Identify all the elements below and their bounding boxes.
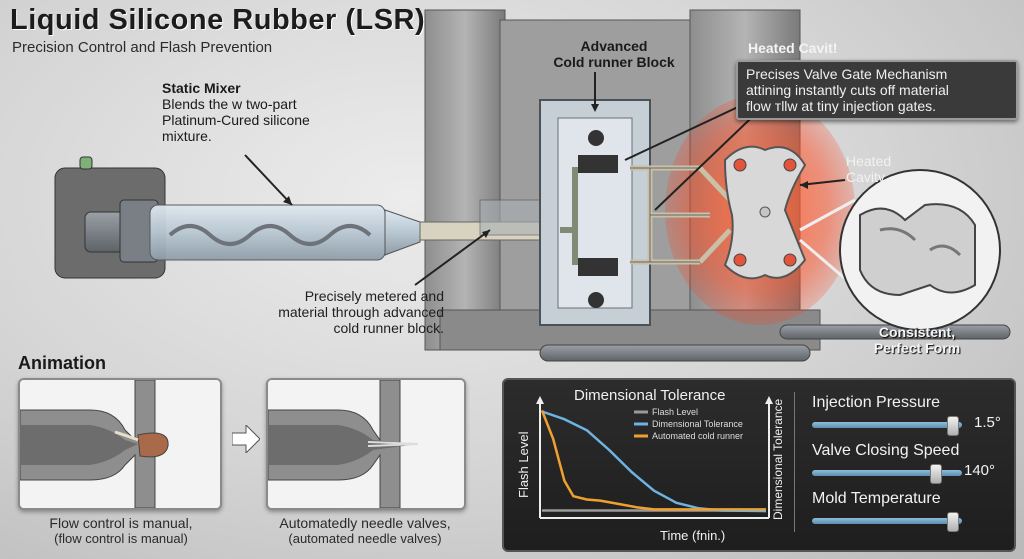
gate-2 bbox=[783, 158, 797, 172]
slider-knob[interactable] bbox=[930, 464, 942, 484]
manual-caption: Flow control is manual, (flow control is… bbox=[49, 515, 193, 547]
animation-heading: Animation bbox=[18, 353, 106, 373]
arrow-right-icon bbox=[231, 423, 261, 458]
mixer-taper bbox=[384, 209, 421, 256]
slider-track[interactable] bbox=[812, 422, 962, 428]
arrow-metered bbox=[414, 229, 491, 286]
chart-title: Dimensional Tolerance bbox=[574, 387, 725, 404]
tolerance-chart: Dimensional Tolerance Flash Level Dimens… bbox=[516, 387, 785, 543]
tie-bar-lower bbox=[539, 344, 811, 362]
cold-runner-inner bbox=[557, 117, 633, 309]
chart-series bbox=[540, 409, 767, 513]
page-subtitle: Precision Control and Flash Prevention bbox=[12, 39, 273, 56]
arrow-static-mixer bbox=[244, 154, 293, 206]
static-mixer-tube bbox=[149, 204, 386, 261]
static-mixer-title: Static Mixer bbox=[162, 80, 241, 96]
slider-track[interactable] bbox=[812, 518, 962, 524]
automated-flow-illustration bbox=[268, 380, 464, 508]
y-axis-label: Flash Level bbox=[516, 431, 531, 498]
slider-label: Valve Closing Speed bbox=[812, 442, 960, 459]
heated-cavity-label: Heated Cavity bbox=[846, 153, 892, 185]
static-mixer-desc: Blends the w two-part Platinum-Cured sil… bbox=[162, 96, 310, 144]
cold-runner-title: Advanced Cold runner Block bbox=[553, 38, 675, 70]
slider-value: 1.5° bbox=[974, 414, 1001, 431]
slider-knob[interactable] bbox=[946, 512, 959, 532]
slider-track[interactable] bbox=[812, 470, 962, 476]
y-axis-right-label: Dimensional Tolerance bbox=[771, 398, 785, 520]
mixer-helix bbox=[168, 224, 372, 246]
gate-4 bbox=[783, 253, 797, 267]
heated-cavit-title: Heated Cavit! bbox=[748, 40, 838, 56]
slider-valve-closing-speed[interactable]: Valve Closing Speed 140° bbox=[812, 442, 1008, 490]
machine-illustration bbox=[54, 9, 1011, 362]
slider-label: Injection Pressure bbox=[812, 394, 941, 411]
legend-automated-cold-runner: Automated cold runner bbox=[652, 431, 743, 441]
metered-desc: Precisely metered and material through a… bbox=[278, 288, 444, 336]
slider-label: Mold Temperature bbox=[812, 490, 941, 507]
mold-plate-rear bbox=[424, 9, 506, 351]
animation-panel-automated bbox=[266, 378, 466, 510]
bolt-top bbox=[588, 130, 604, 146]
slider-knob[interactable] bbox=[946, 416, 959, 436]
slider-value: 140° bbox=[964, 462, 996, 479]
valve-actuator-top bbox=[578, 155, 618, 173]
animation-panel-manual bbox=[18, 378, 222, 510]
part-center-hole bbox=[759, 206, 771, 218]
legend-flash-level: Flash Level bbox=[652, 407, 698, 417]
control-sliders: Injection Pressure 1.5° Valve Closing Sp… bbox=[812, 394, 1008, 538]
x-axis-label: Time (fnin.) bbox=[660, 528, 725, 543]
dashboard-divider bbox=[794, 392, 795, 532]
valve-gate-callout: Precises Valve Gate Mechanism attining i… bbox=[736, 60, 1018, 120]
automated-caption: Automatedly needle valves, (automated ne… bbox=[279, 515, 451, 547]
gate-1 bbox=[733, 158, 747, 172]
consistent-label: Consistent, Perfect Form bbox=[873, 324, 961, 356]
series-line-automated-cold-runner bbox=[540, 409, 766, 511]
legend-dimensional-tolerance: Dimensional Tolerance bbox=[652, 419, 743, 429]
valve-actuator-bottom bbox=[578, 258, 618, 276]
bolt-bottom bbox=[588, 292, 604, 308]
slider-injection-pressure[interactable]: Injection Pressure 1.5° bbox=[812, 394, 1008, 442]
page-title: Liquid Silicone Rubber (LSR) bbox=[10, 4, 426, 36]
nozzle-flange bbox=[84, 211, 126, 253]
gate-3 bbox=[733, 253, 747, 267]
indicator-light bbox=[79, 156, 93, 170]
manual-flow-illustration bbox=[20, 380, 220, 508]
slider-mold-temperature[interactable]: Mold Temperature bbox=[812, 490, 1008, 538]
magnified-part bbox=[859, 203, 976, 297]
chart-legend: Flash Level Dimensional Tolerance Automa… bbox=[634, 407, 743, 441]
